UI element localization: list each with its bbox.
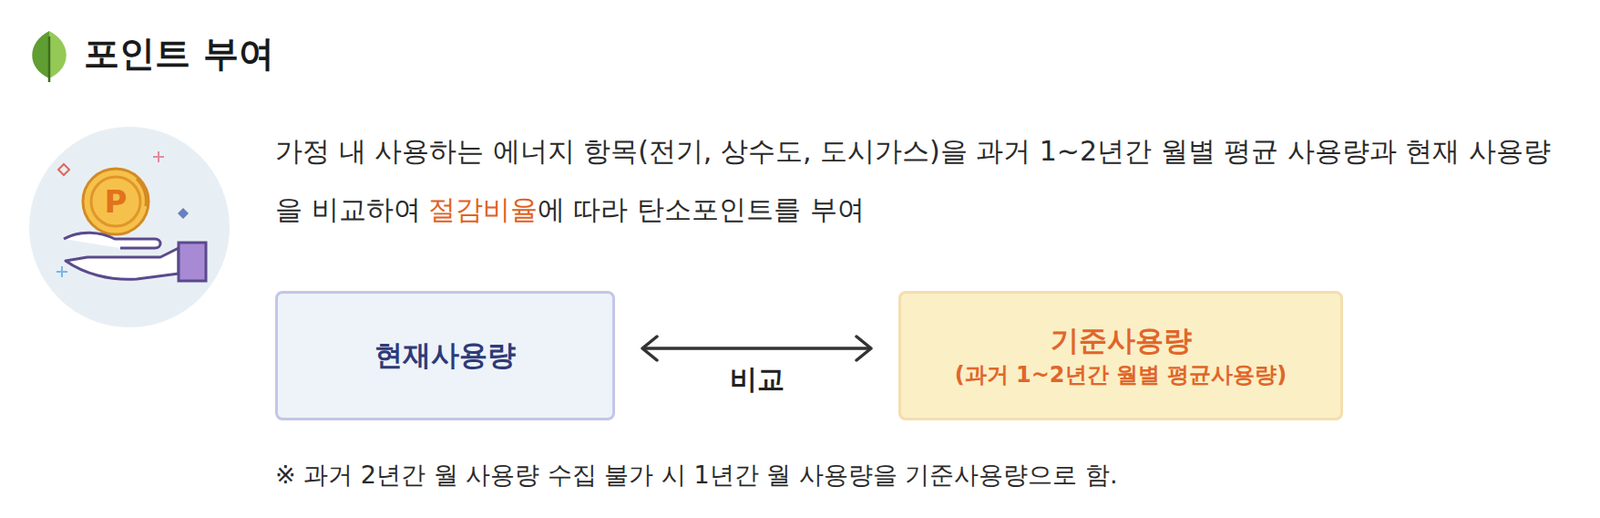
edge-label: 비교 [726,360,789,399]
baseline-usage-box: 기준사용량(과거 1~2년간 월별 평균사용량) [898,290,1344,421]
leaf-icon [31,30,67,83]
description-text: 에 따라 탄소포인트를 부여 [537,193,865,226]
compare-arrow [642,346,872,350]
box-heading: 기준사용량 [1050,321,1192,360]
footnote: ※ 과거 2년간 월 사용량 수집 불가 시 1년간 월 사용량을 기준사용량으… [275,458,1118,492]
description: 가정 내 사용하는 에너지 항목(전기, 상수도, 도시가스)을 과거 1~2년… [275,122,1551,239]
title: 포인트 부여 [83,29,275,79]
coin-letter: P [92,178,139,225]
box-subtext: (과거 1~2년간 월별 평균사용량) [954,359,1288,390]
box-heading: 현재사용량 [374,336,516,375]
current-usage-box: 현재사용량 [275,290,616,421]
coin-hand-icon [29,126,230,328]
highlight-text: 절감비율 [428,193,538,226]
